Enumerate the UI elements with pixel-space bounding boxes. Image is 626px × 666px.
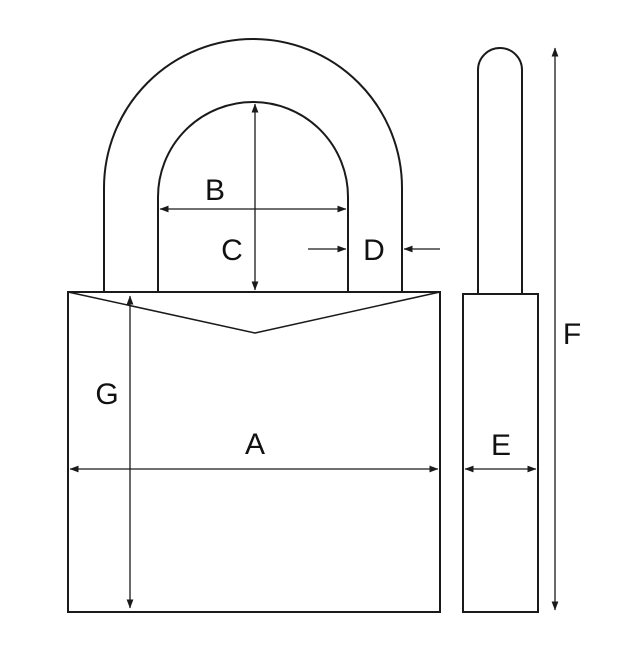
side-shackle-outline	[477, 47, 523, 294]
label-c: C	[221, 234, 243, 267]
label-g: G	[95, 378, 118, 411]
label-a: A	[245, 428, 265, 461]
label-e: E	[491, 429, 511, 462]
front-shackle	[103, 38, 403, 292]
side-body-outline	[462, 293, 539, 613]
dimension-lines	[69, 47, 559, 611]
dimension-labels: A B C D E F G	[95, 174, 581, 462]
label-b: B	[205, 174, 225, 207]
shackle-outer-edge	[103, 38, 403, 292]
shackle-inner-edge	[157, 101, 349, 292]
label-d: D	[363, 234, 385, 267]
label-f: F	[563, 318, 581, 351]
side-view	[462, 47, 539, 613]
